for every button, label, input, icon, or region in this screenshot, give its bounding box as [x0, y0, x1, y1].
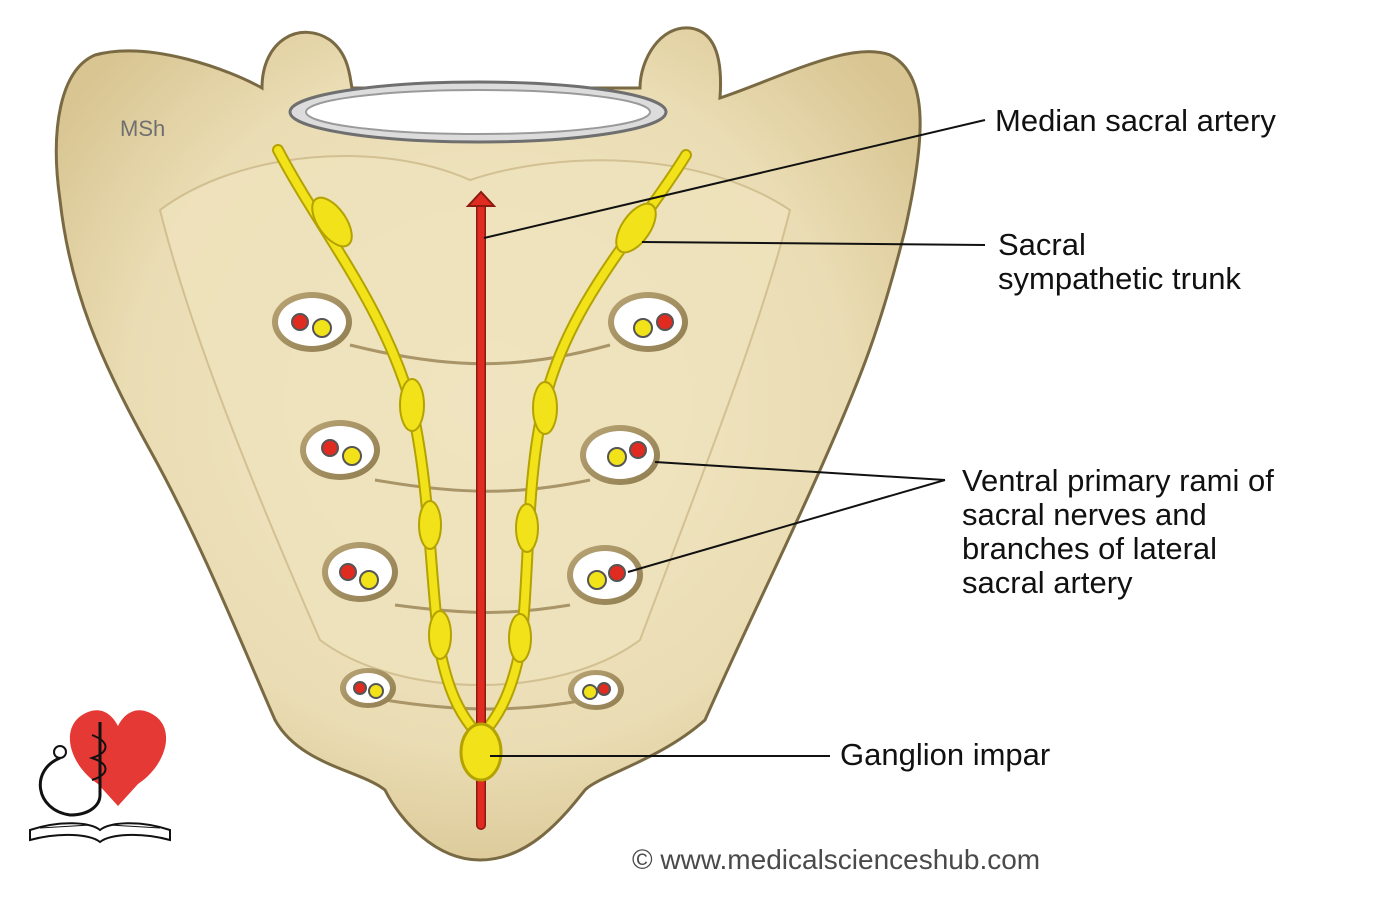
label-median-sacral-artery: Median sacral artery: [995, 103, 1276, 138]
watermark-text: MSh: [120, 116, 166, 141]
leader-lines: [483, 119, 986, 757]
label-ganglion-impar: Ganglion impar: [840, 737, 1051, 772]
copyright-text[interactable]: © www.medicalscienceshub.com: [632, 844, 1041, 875]
sacral-concavity: [158, 155, 792, 686]
sympathetic-ganglia: [311, 196, 657, 663]
label-ventral-rami-line2: sacral nerves and: [962, 497, 1207, 532]
medical-logo-icon: [29, 710, 171, 844]
ganglion-impar: [459, 722, 503, 782]
sacral-rami-dots: [291, 313, 674, 700]
label-ventral-rami-line4: sacral artery: [962, 565, 1133, 600]
median-sacral-artery: [465, 190, 497, 830]
label-ventral-rami-line3: branches of lateral: [962, 531, 1218, 566]
label-sacral-trunk-line2: sympathetic trunk: [998, 261, 1241, 296]
label-sacral-trunk-line1: Sacral: [998, 227, 1086, 262]
label-ventral-rami-line1: Ventral primary rami of: [962, 463, 1274, 498]
